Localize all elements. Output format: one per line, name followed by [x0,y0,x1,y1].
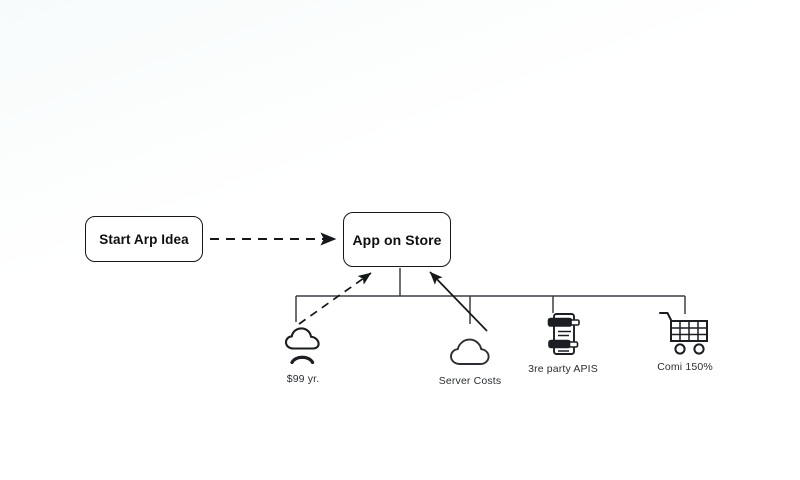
leaf-server-costs[interactable]: Server Costs [410,322,530,387]
node-store-label: App on Store [352,231,442,248]
node-app-on-store[interactable]: App on Store [343,212,451,267]
leaf-commission[interactable]: Comi 150% [625,308,745,373]
leaf-server-costs-caption: Server Costs [438,375,502,387]
node-start-label: Start Arp Idea [99,231,189,247]
server-document-icon [540,310,586,358]
leaf-commission-caption: Comi 150% [657,361,713,373]
node-start-app-idea[interactable]: Start Arp Idea [85,216,203,262]
leaf-third-party-apis[interactable]: 3re party APIS [503,310,623,375]
leaf-dev-account-caption: $99 yr. [286,373,320,385]
leaf-dev-account[interactable]: $99 yr. [243,320,363,385]
cloud-icon [447,322,493,370]
shopping-cart-icon [656,308,714,356]
connector-cloud-to-store [298,272,372,325]
leaf-third-party-apis-caption: 3re party APIS [528,363,598,375]
cloud-upload-icon [280,320,326,368]
connector-server-to-store [429,271,488,332]
